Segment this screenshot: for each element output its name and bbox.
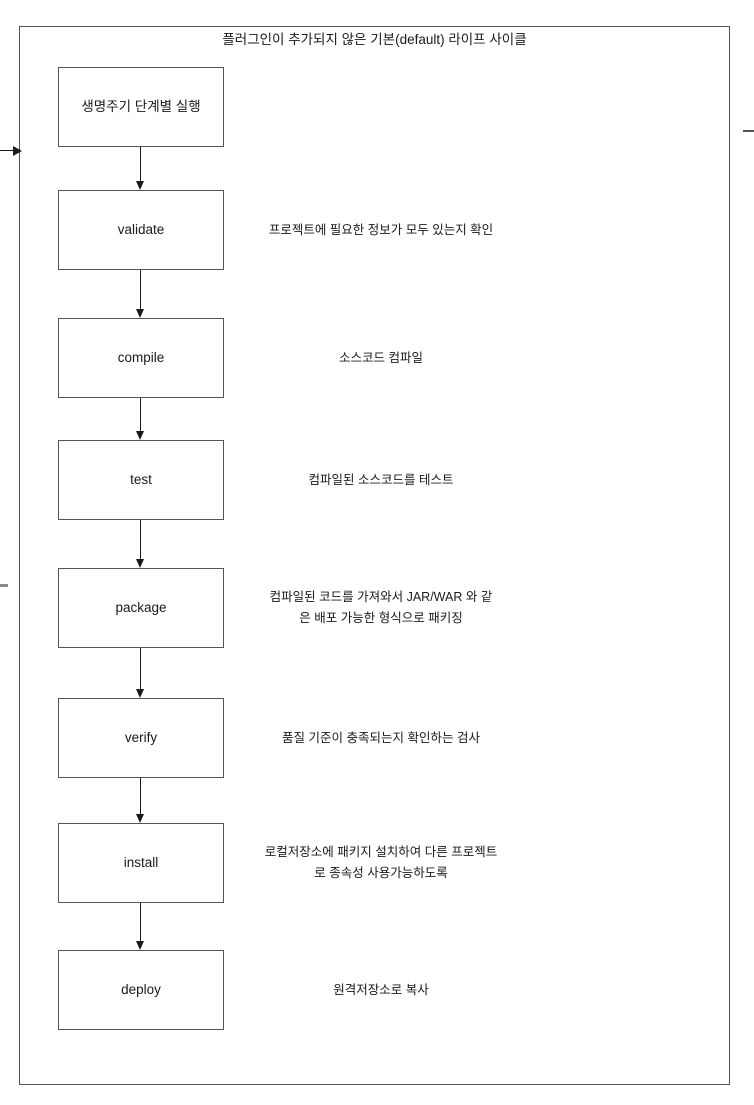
stage-description-line: 품질 기준이 충족되는지 확인하는 검사 [282,730,480,745]
connector-shaft [140,648,142,690]
connector-arrow-head-icon [136,309,145,318]
stage-label-install: install [123,855,159,870]
stage-box-lifecycle-run[interactable]: 생명주기 단계별 실행 [58,67,224,147]
connector-validate-to-compile [136,270,145,318]
stage-label-test: test [130,472,152,487]
stage-box-verify[interactable]: verify [58,698,224,778]
stage-label-package: package [115,600,167,615]
stage-box-package[interactable]: package [58,568,224,648]
diagram-title: 플러그인이 추가되지 않은 기본(default) 라이프 사이클 [222,32,527,47]
stage-description-line: 소스코드 컴파일 [339,350,423,365]
connector-shaft [140,270,142,310]
stage-description-line: 은 배포 가능한 형식으로 패키징 [299,611,463,625]
stage-description-deploy: 원격저장소로 복사 [238,980,524,1001]
stage-description-line: 로컬저장소에 패키지 설치하여 다른 프로젝트 [264,845,498,859]
stage-box-deploy[interactable]: deploy [58,950,224,1030]
connector-arrow-head-icon [136,941,145,950]
connector-shaft [140,520,142,560]
connector-arrow-head-icon [136,431,145,440]
stage-box-compile[interactable]: compile [58,318,224,398]
connector-arrow-head-icon [136,559,145,568]
stage-box-validate[interactable]: validate [58,190,224,270]
connector-install-to-deploy [136,903,145,950]
connector-shaft [140,778,142,815]
stage-description-line: 로 종속성 사용가능하도록 [314,866,448,880]
stage-label-validate: validate [117,222,165,237]
stage-description-line: 컴파일된 소스코드를 테스트 [308,472,454,487]
stage-description-compile: 소스코드 컴파일 [238,348,524,369]
lifecycle-frame [19,26,730,1085]
connector-package-to-verify [136,648,145,698]
edge-stub-left [0,584,8,587]
connector-compile-to-test [136,398,145,440]
connector-test-to-package [136,520,145,568]
incoming-arrow-left-icon [0,146,22,156]
stage-box-install[interactable]: install [58,823,224,903]
edge-stub-right [743,130,754,132]
connector-shaft [140,903,142,942]
connector-arrow-head-icon [136,181,145,190]
connector-verify-to-install [136,778,145,823]
stage-description-test: 컴파일된 소스코드를 테스트 [238,470,524,491]
arrow-shaft [0,150,14,152]
stage-description-line: 프로젝트에 필요한 정보가 모두 있는지 확인 [268,222,494,237]
connector-lifecycle-run-to-validate [136,147,145,190]
connector-shaft [140,398,142,432]
stage-label-deploy: deploy [121,982,161,997]
stage-description-line: 컴파일된 코드를 가져와서 JAR/WAR 와 같 [269,590,493,604]
connector-shaft [140,147,142,182]
stage-box-test[interactable]: test [58,440,224,520]
connector-arrow-head-icon [136,689,145,698]
stage-label-compile: compile [117,350,165,365]
stage-label-verify: verify [124,730,158,745]
stage-description-validate: 프로젝트에 필요한 정보가 모두 있는지 확인 [238,220,524,241]
stage-description-line: 원격저장소로 복사 [333,982,429,997]
connector-arrow-head-icon [136,814,145,823]
arrow-head [13,146,22,156]
stage-description-verify: 품질 기준이 충족되는지 확인하는 검사 [238,728,524,749]
stage-label-lifecycle-run: 생명주기 단계별 실행 [81,99,201,114]
